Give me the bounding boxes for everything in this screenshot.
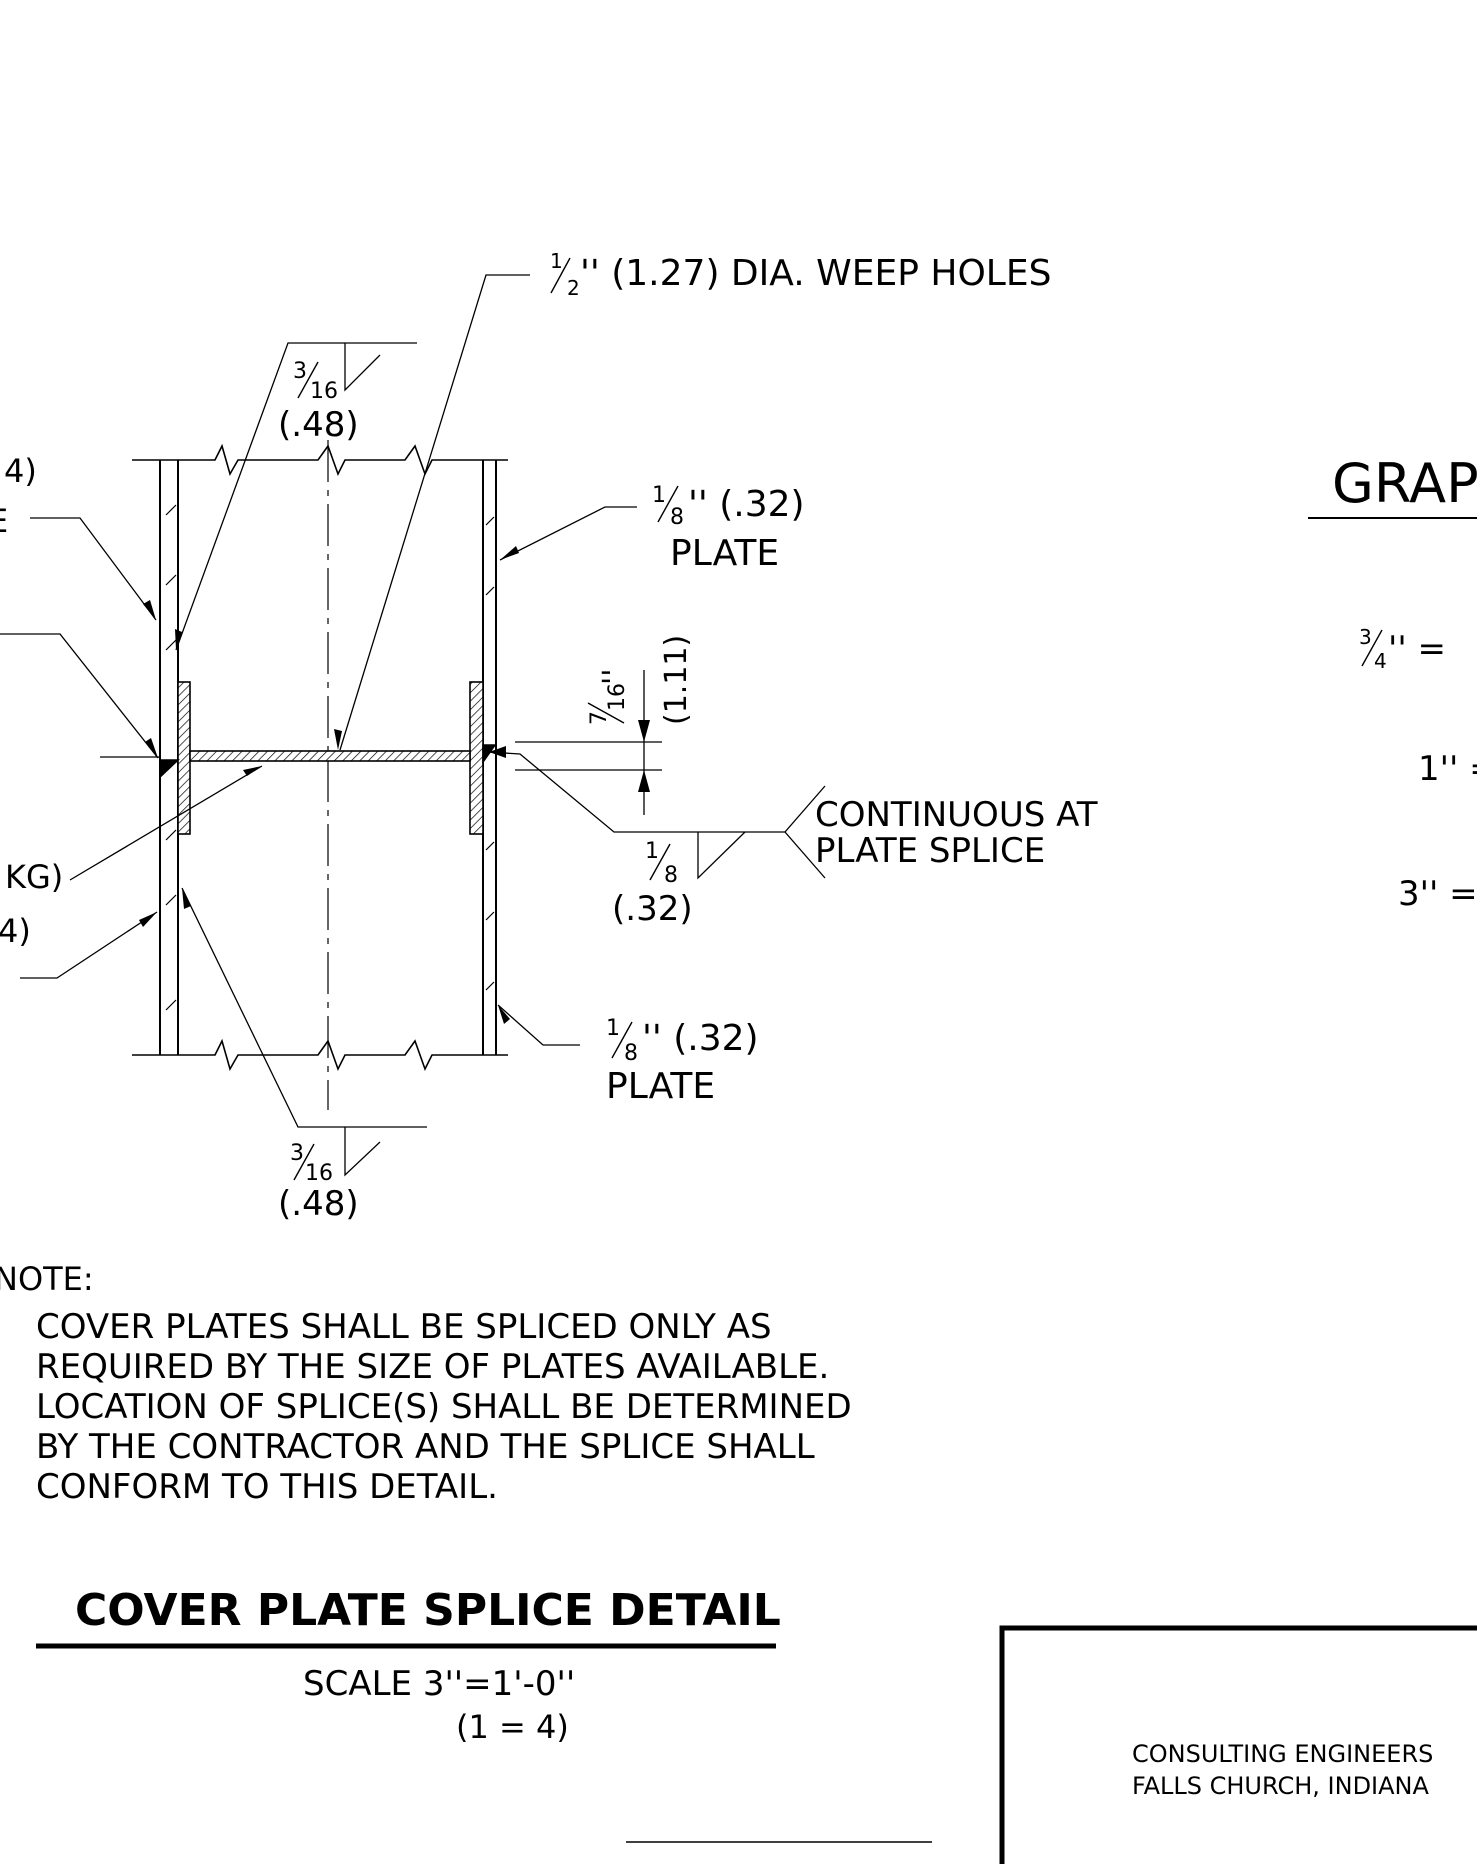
continuous-note: CONTINUOUS AT PLATE SPLICE bbox=[815, 795, 1098, 871]
detail-title: COVER PLATE SPLICE DETAIL bbox=[75, 1585, 781, 1636]
svg-text:1: 1 bbox=[652, 483, 666, 508]
break-lines bbox=[132, 443, 508, 1072]
svg-text:PLATE: PLATE bbox=[606, 1066, 715, 1107]
svg-text:(.32): (.32) bbox=[612, 889, 693, 929]
svg-text:PLATE: PLATE bbox=[670, 533, 779, 574]
svg-text:3'' =: 3'' = bbox=[1398, 874, 1477, 914]
svg-text:'' (.32): '' (.32) bbox=[642, 1018, 759, 1059]
svg-text:4): 4) bbox=[4, 452, 37, 490]
detail-scale: SCALE 3''=1'-0'' bbox=[303, 1664, 575, 1704]
graphic-scale-title: GRAP bbox=[1332, 452, 1477, 515]
svg-text:E: E bbox=[0, 502, 8, 540]
svg-text:1: 1 bbox=[645, 839, 659, 864]
note-line: REQUIRED BY THE SIZE OF PLATES AVAILABLE… bbox=[36, 1347, 829, 1387]
note-line: COVER PLATES SHALL BE SPLICED ONLY AS bbox=[36, 1307, 772, 1347]
weld-size-top: 3 16 (.48) bbox=[278, 359, 359, 445]
svg-text:'' =: '' = bbox=[1388, 629, 1446, 669]
weep-holes-label: 1 2 '' (1.27) DIA. WEEP HOLES bbox=[550, 249, 1051, 300]
firm-name: CONSULTING ENGINEERS bbox=[1132, 1740, 1433, 1768]
svg-text:8: 8 bbox=[624, 1041, 638, 1066]
svg-text:4): 4) bbox=[0, 912, 31, 950]
title-block: CONSULTING ENGINEERS FALLS CHURCH, INDIA… bbox=[999, 1625, 1477, 1864]
svg-text:7: 7 bbox=[587, 711, 612, 725]
svg-text:3: 3 bbox=[293, 359, 307, 384]
svg-text:1: 1 bbox=[550, 249, 563, 273]
plate-bottom-label: 1 8 '' (.32) PLATE bbox=[606, 1016, 759, 1107]
left-cut-labels: 4) E KG) 4) bbox=[0, 452, 63, 950]
svg-text:PLATE SPLICE: PLATE SPLICE bbox=[815, 831, 1045, 871]
svg-text:3: 3 bbox=[290, 1141, 304, 1166]
note-line: BY THE CONTRACTOR AND THE SPLICE SHALL bbox=[36, 1427, 815, 1467]
tee-sections bbox=[159, 681, 497, 835]
svg-text:1'' =: 1'' = bbox=[1418, 749, 1477, 789]
arrowheads bbox=[139, 546, 650, 1024]
svg-text:KG): KG) bbox=[5, 858, 63, 896]
svg-text:(.48): (.48) bbox=[278, 1184, 359, 1224]
gap-dimension bbox=[515, 670, 662, 815]
detail-scale-metric: (1 = 4) bbox=[456, 1708, 569, 1746]
splice-weld-label: 1 8 (.32) bbox=[612, 839, 693, 929]
firm-location: FALLS CHURCH, INDIANA bbox=[1132, 1772, 1430, 1800]
svg-text:8: 8 bbox=[670, 505, 684, 530]
svg-text:'': '' bbox=[597, 669, 632, 686]
plate-top-label: 1 8 '' (.32) PLATE bbox=[652, 483, 805, 574]
detail-title-block: COVER PLATE SPLICE DETAIL SCALE 3''=1'-0… bbox=[36, 1585, 932, 1843]
weld-size-bottom: 3 16 (.48) bbox=[278, 1141, 359, 1224]
weld-symbols bbox=[344, 343, 826, 1177]
graphic-scale: GRAP 3 4 '' = 1'' = 3'' = bbox=[1308, 452, 1477, 914]
svg-text:16: 16 bbox=[310, 379, 338, 404]
svg-text:2: 2 bbox=[567, 276, 580, 300]
gap-dimension-label: 7 16 '' (1.11) bbox=[587, 635, 694, 725]
svg-text:3: 3 bbox=[1359, 625, 1372, 649]
general-note: NOTE: COVER PLATES SHALL BE SPLICED ONLY… bbox=[0, 1260, 852, 1507]
note-line: LOCATION OF SPLICE(S) SHALL BE DETERMINE… bbox=[36, 1387, 852, 1427]
svg-text:'' (1.27) DIA. WEEP HOLES: '' (1.27) DIA. WEEP HOLES bbox=[580, 253, 1051, 294]
svg-text:(.48): (.48) bbox=[278, 405, 359, 445]
svg-text:4: 4 bbox=[1374, 649, 1387, 673]
svg-text:1: 1 bbox=[606, 1016, 620, 1041]
note-line: CONFORM TO THIS DETAIL. bbox=[36, 1467, 498, 1507]
svg-text:8: 8 bbox=[664, 863, 678, 888]
svg-text:16: 16 bbox=[605, 683, 630, 711]
svg-text:16: 16 bbox=[305, 1161, 333, 1186]
svg-text:NOTE:: NOTE: bbox=[0, 1260, 94, 1298]
svg-text:'' (.32): '' (.32) bbox=[688, 484, 805, 525]
svg-text:(1.11): (1.11) bbox=[659, 635, 694, 725]
svg-text:CONTINUOUS AT: CONTINUOUS AT bbox=[815, 795, 1098, 835]
